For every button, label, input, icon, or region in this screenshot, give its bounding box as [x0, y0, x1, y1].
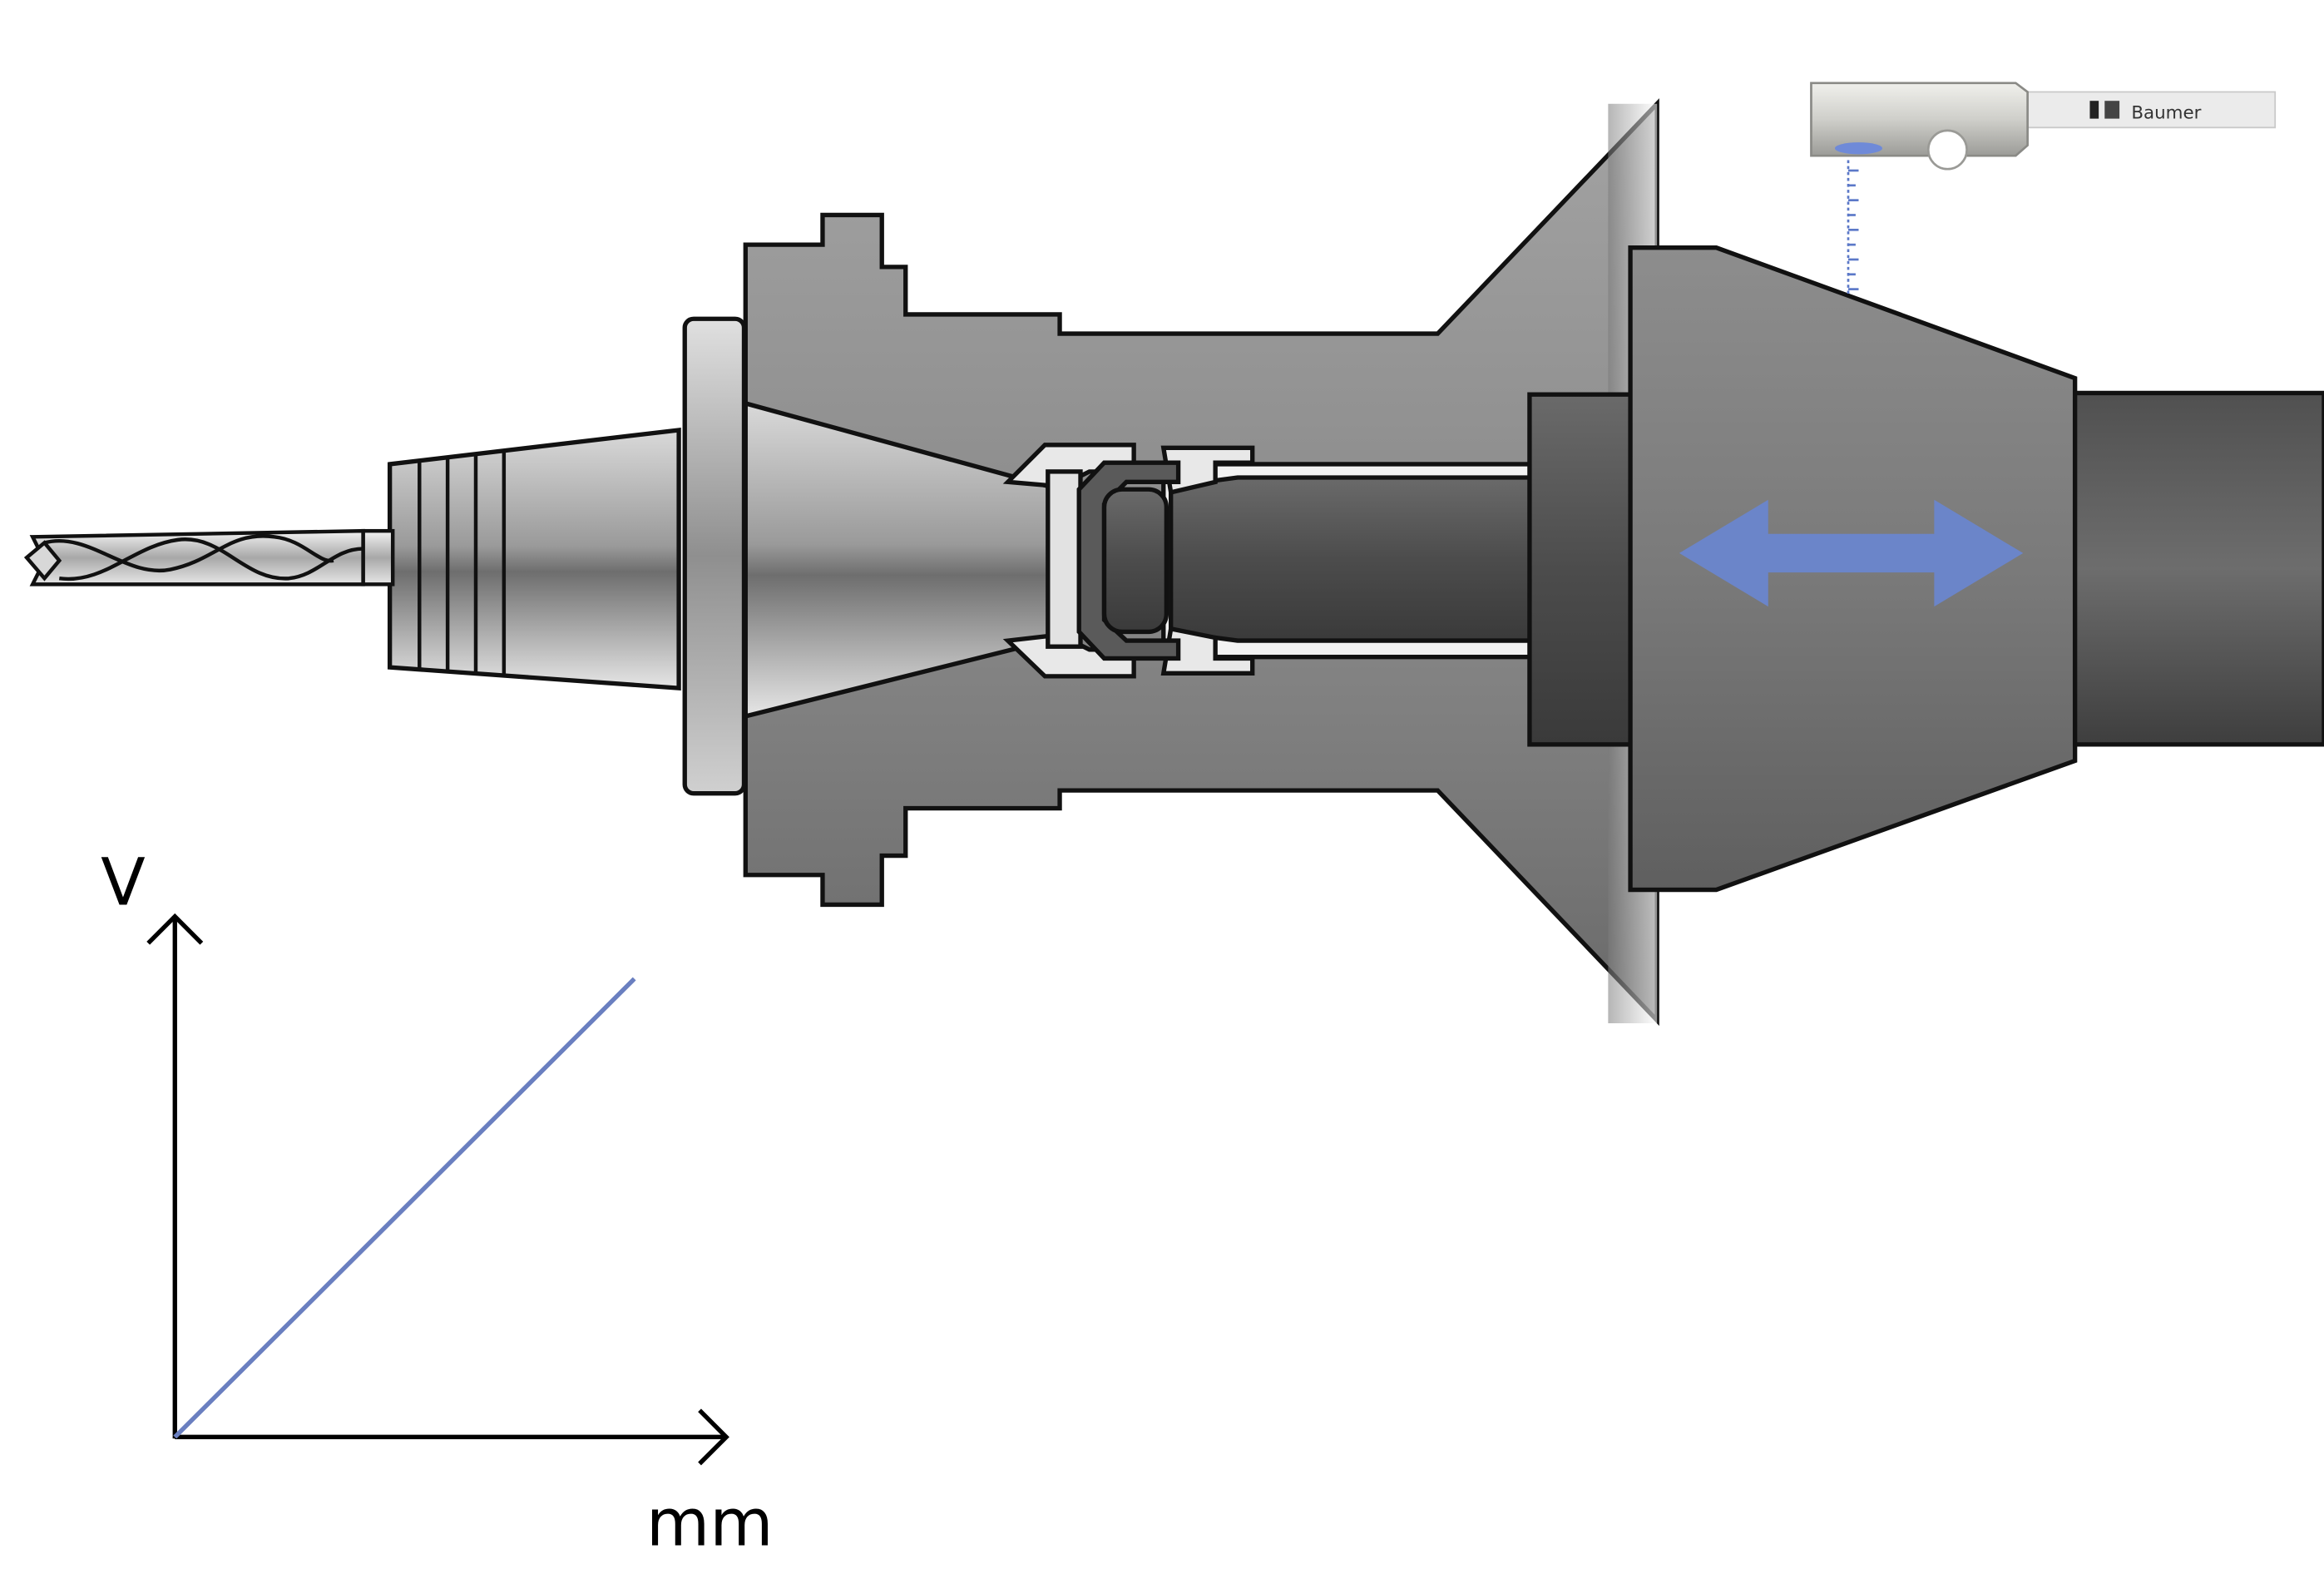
collet-nut [387, 427, 681, 691]
drill-bit-icon [23, 528, 395, 587]
x-axis-label: mm [646, 1485, 774, 1561]
collet-grip-lines [418, 450, 507, 676]
y-axis-arrowhead [146, 913, 204, 945]
y-axis-label: V [101, 844, 146, 920]
x-axis-arrowhead [698, 1408, 729, 1466]
piston-block [1527, 392, 1636, 747]
holder-flange [682, 316, 747, 796]
signal-graph [146, 913, 729, 1466]
spindle-shaft [2072, 390, 2324, 747]
double-arrow-icon [1679, 499, 2024, 607]
clamping-mechanism [1002, 443, 1536, 679]
signal-line [173, 977, 636, 1439]
inductive-sensor-icon [1810, 82, 2277, 297]
sensor-brand-label: Baumer [2131, 103, 2201, 124]
